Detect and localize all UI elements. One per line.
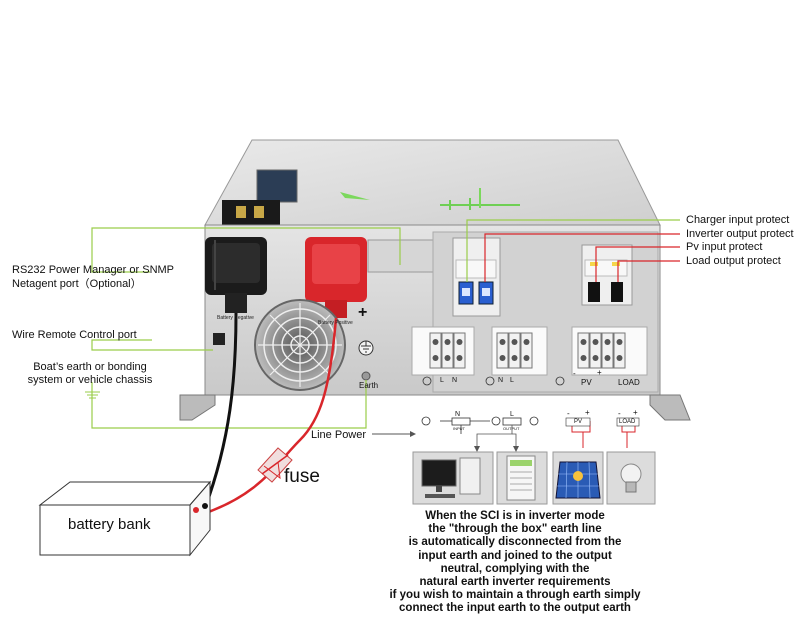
label-battery-negative: Battery Negative (217, 315, 254, 321)
note-line: the "through the box" earth line (428, 523, 602, 536)
breaker-pv-input (588, 282, 600, 302)
label-load-panel: LOAD (618, 378, 640, 387)
label-minus-panel: - (573, 369, 576, 378)
wire-positive (199, 317, 338, 517)
label-battery-positive: Battery Positive (318, 320, 353, 326)
label-n2: N (498, 377, 504, 384)
label-load-output-protect: Load output protect (686, 255, 781, 267)
label-schem-l: L (510, 411, 514, 418)
note-line: if you wish to maintain a through earth … (389, 589, 641, 602)
label-output-tag: OUTPUT (503, 426, 520, 431)
label-battery-bank: battery bank (68, 516, 151, 533)
label-boat-line2: system or vehicle chassis (27, 374, 153, 386)
label-line-power: Line Power (311, 429, 367, 441)
label-pv-minus: - (567, 409, 570, 418)
label-load-plus: + (633, 408, 638, 417)
callout-inverter (484, 233, 680, 282)
label-load-box: LOAD (619, 419, 636, 425)
note-line: is automatically disconnected from the (408, 536, 622, 549)
note-line: neutral, complying with the (440, 562, 590, 575)
callout-rs232 (91, 227, 401, 273)
label-schem-n: N (455, 411, 461, 418)
label-plus-panel: + (597, 368, 602, 377)
note-line: input earth and joined to the output (418, 549, 612, 562)
callout-boat-earth (91, 380, 367, 429)
label-boat-line1: Boat’s earth or bonding (33, 361, 147, 373)
label-charger-input-protect: Charger input protect (686, 214, 790, 226)
top-connector-block (222, 200, 280, 226)
callout-charger (466, 219, 680, 282)
label-l1: L (440, 377, 444, 384)
label-rs232-line1: RS232 Power Manager or SNMP (12, 264, 175, 276)
label-earth: Earth (359, 381, 379, 390)
label-inverter-output-protect: Inverter output protect (686, 228, 794, 240)
callout-pv (595, 246, 680, 282)
label-fuse: fuse (284, 466, 320, 487)
label-rs232-line2: Netagent port（Optional） (12, 278, 142, 290)
breaker-load-output (611, 282, 623, 302)
svg-text:+: + (358, 304, 367, 321)
wire-negative (203, 312, 238, 509)
label-l2: L (510, 377, 514, 384)
inverter-mode-note: When the SCI is in inverter mode the "th… (370, 510, 660, 616)
label-n1: N (452, 377, 458, 384)
callout-remote (91, 339, 213, 351)
label-pv-plus: + (585, 408, 590, 417)
earth-stud (361, 371, 371, 381)
note-line: connect the input earth to the output ea… (399, 602, 631, 615)
top-display-window (256, 169, 298, 203)
remote-control-port (213, 333, 225, 345)
note-line: When the SCI is in inverter mode (425, 510, 605, 522)
label-pv-panel: PV (581, 378, 592, 387)
callout-load (617, 260, 680, 282)
label-pv-box: PV (574, 419, 583, 425)
fuse-element (257, 447, 293, 483)
battery-bank-box (38, 480, 212, 557)
label-pv-input-protect: Pv input protect (686, 241, 763, 253)
label-input-tag: INPUT (453, 426, 465, 431)
label-wire-remote: Wire Remote Control port (12, 329, 137, 341)
label-load-minus: - (618, 409, 621, 418)
note-line: natural earth inverter requirements (419, 576, 611, 589)
